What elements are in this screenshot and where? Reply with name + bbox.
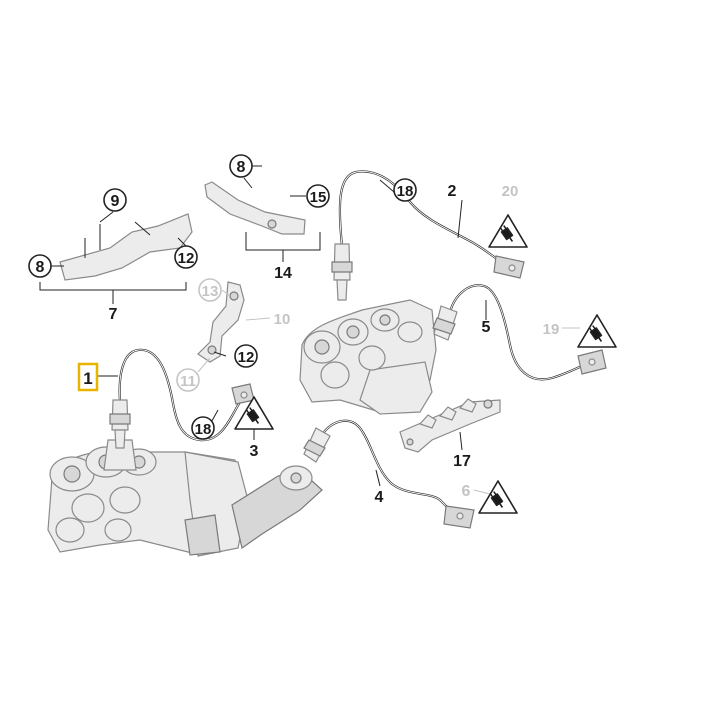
callout-13[interactable]: 13 bbox=[198, 278, 222, 302]
svg-text:11: 11 bbox=[180, 373, 196, 390]
oxygen-sensor-part-5 bbox=[432, 284, 607, 381]
oxygen-sensor-part-4 bbox=[303, 419, 475, 529]
svg-text:18: 18 bbox=[195, 421, 212, 438]
callout-10[interactable]: 10 bbox=[274, 311, 291, 328]
svg-text:7: 7 bbox=[109, 306, 118, 323]
svg-text:6: 6 bbox=[462, 483, 471, 500]
oxygen-sensor-part-1 bbox=[109, 348, 255, 449]
callout-19[interactable]: 19 bbox=[543, 321, 560, 338]
callout-18-lower[interactable]: 18 bbox=[191, 416, 215, 440]
callout-7[interactable]: 7 bbox=[109, 306, 118, 323]
callout-14[interactable]: 14 bbox=[274, 265, 292, 282]
heat-shield-part-7 bbox=[59, 213, 193, 281]
callout-8-top[interactable]: 8 bbox=[229, 154, 253, 178]
svg-text:13: 13 bbox=[202, 283, 219, 300]
callout-5[interactable]: 5 bbox=[482, 319, 491, 336]
callout-12-left[interactable]: 12 bbox=[174, 245, 198, 269]
lower-exhaust-manifold bbox=[47, 439, 323, 557]
svg-text:17: 17 bbox=[453, 453, 471, 470]
svg-text:20: 20 bbox=[502, 183, 519, 200]
leader-lines bbox=[39, 165, 580, 495]
svg-text:8: 8 bbox=[237, 159, 246, 176]
callout-12-middle[interactable]: 12 bbox=[234, 344, 258, 368]
svg-text:10: 10 bbox=[274, 311, 291, 328]
bracket-part-14 bbox=[204, 181, 306, 235]
oxygen-sensor-part-2 bbox=[331, 170, 525, 301]
upper-exhaust-manifold bbox=[299, 299, 437, 415]
callout-18-upper[interactable]: 18 bbox=[393, 178, 417, 202]
svg-text:14: 14 bbox=[274, 265, 292, 282]
callout-8-left[interactable]: 8 bbox=[28, 254, 52, 278]
svg-text:12: 12 bbox=[238, 349, 255, 366]
callout-2[interactable]: 2 bbox=[448, 183, 457, 200]
svg-text:3: 3 bbox=[250, 443, 259, 460]
callout-6[interactable]: 6 bbox=[462, 483, 471, 500]
svg-text:8: 8 bbox=[36, 259, 45, 276]
svg-text:4: 4 bbox=[375, 489, 384, 506]
callout-3[interactable]: 3 bbox=[250, 443, 259, 460]
svg-text:5: 5 bbox=[482, 319, 491, 336]
holder-part-17 bbox=[399, 398, 501, 453]
svg-text:12: 12 bbox=[178, 250, 195, 267]
callout-11[interactable]: 11 bbox=[176, 368, 200, 392]
callout-4[interactable]: 4 bbox=[375, 489, 384, 506]
svg-text:19: 19 bbox=[543, 321, 560, 338]
callout-15[interactable]: 15 bbox=[306, 184, 330, 208]
callout-1[interactable]: 1 bbox=[77, 362, 99, 392]
callout-17[interactable]: 17 bbox=[453, 453, 471, 470]
svg-text:18: 18 bbox=[397, 183, 414, 200]
svg-text:15: 15 bbox=[310, 189, 327, 206]
svg-text:2: 2 bbox=[448, 183, 457, 200]
svg-text:9: 9 bbox=[111, 193, 120, 210]
callout-9[interactable]: 9 bbox=[103, 188, 127, 212]
svg-text:1: 1 bbox=[83, 369, 92, 388]
callout-20[interactable]: 20 bbox=[502, 183, 519, 200]
